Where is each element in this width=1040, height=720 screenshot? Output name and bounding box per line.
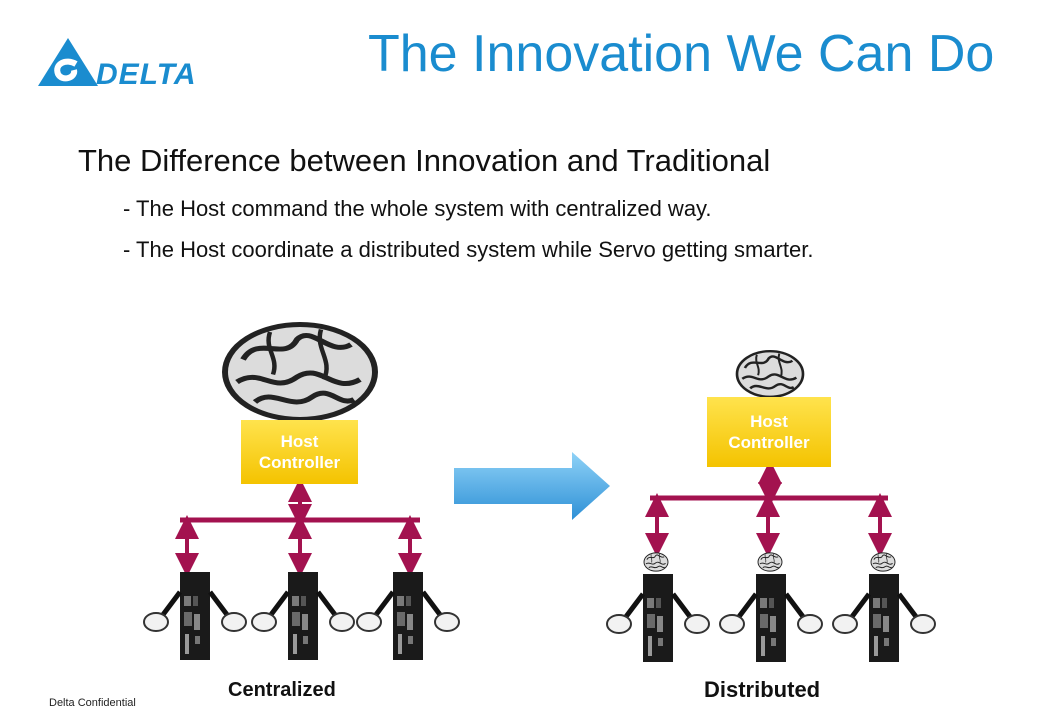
caption-distributed: Distributed (704, 677, 821, 702)
footer-confidential: Delta Confidential (49, 697, 136, 709)
controller-label: Controller (728, 433, 810, 452)
logo-text: DELTA (96, 58, 197, 91)
page-subtitle: The Difference between Innovation and Tr… (78, 143, 771, 178)
caption-centralized: Centralized (228, 679, 336, 701)
servo-drive-icon (607, 574, 709, 662)
host-controller-box-left: Host Controller (241, 420, 358, 484)
page-title: The Innovation We Can Do (368, 25, 995, 83)
servo-drive-icon (252, 572, 354, 660)
servo-drive-icon (833, 574, 935, 662)
controller-label: Controller (258, 453, 341, 472)
mini-brain-icon (870, 552, 896, 572)
small-brain-icon (735, 349, 805, 399)
mini-brain-icon (643, 552, 669, 572)
host-controller-box-right: Host Controller (707, 397, 831, 467)
servo-drive-icon (144, 572, 246, 660)
transition-arrow-icon (454, 452, 610, 520)
servo-drive-icon (720, 574, 822, 662)
bullet-centralized: - The Host command the whole system with… (123, 196, 712, 221)
servo-drive-icon (357, 572, 459, 660)
host-label: Host (280, 432, 319, 451)
host-label: Host (750, 412, 788, 431)
big-brain-icon (225, 325, 375, 420)
mini-brain-icon (757, 552, 783, 572)
bullet-distributed: - The Host coordinate a distributed syst… (123, 237, 814, 262)
delta-logo (38, 38, 98, 86)
